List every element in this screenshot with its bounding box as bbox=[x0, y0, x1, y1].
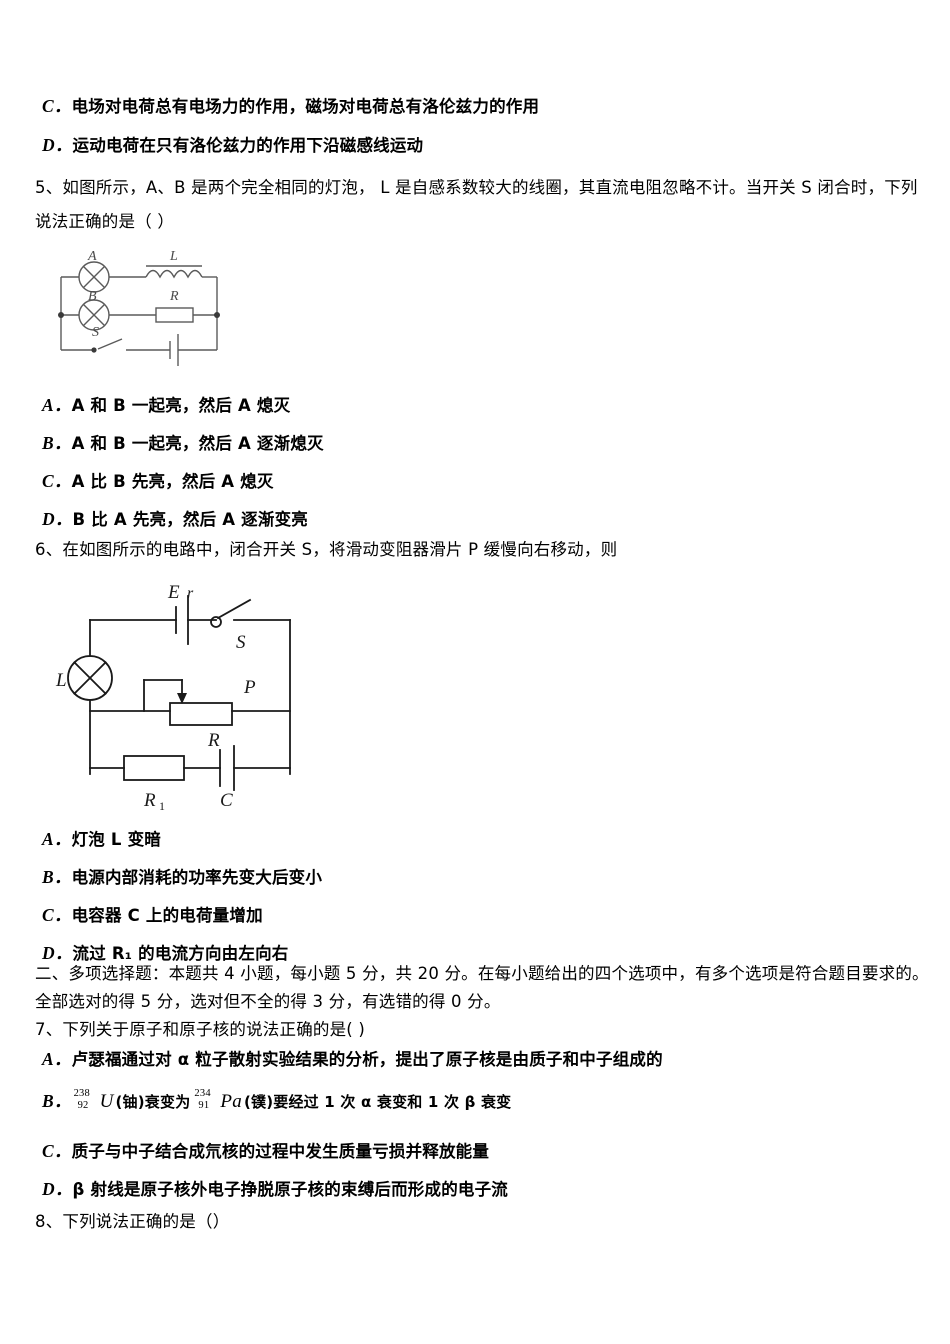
nuclide-mass-number: 234 bbox=[194, 1088, 211, 1099]
question-5-stem-line1: 5、如图所示，A、B 是两个完全相同的灯泡， L 是自感系数较大的线圈，其直流电… bbox=[35, 176, 918, 199]
circuit-diagram-svg-2: E r S L P R R 1 C bbox=[55, 582, 291, 813]
option-row: A．A 和 B 一起亮，然后 A 熄灭 bbox=[42, 394, 290, 417]
option-text: A 比 B 先亮，然后 A 熄灭 bbox=[71, 472, 274, 491]
option-text: 质子与中子结合成氘核的过程中发生质量亏损并释放能量 bbox=[71, 1142, 490, 1161]
question-number: 7、 bbox=[35, 1020, 63, 1039]
nuclide-atomic-number: 91 bbox=[198, 1100, 210, 1111]
option-text: 电场对电荷总有电场力的作用，磁场对电荷总有洛伦兹力的作用 bbox=[71, 97, 540, 116]
section-2-text: 二、多项选择题：本题共 4 小题，每小题 5 分，共 20 分。在每小题给出的四… bbox=[35, 964, 929, 983]
option-text: 流过 R₁ 的电流方向由左向右 bbox=[72, 944, 289, 963]
question-stem-text-cont: 说法正确的是（ ） bbox=[35, 212, 175, 231]
option-row: C．电容器 C 上的电荷量增加 bbox=[42, 904, 263, 927]
label-capacitor: C bbox=[220, 790, 233, 811]
option-label: A． bbox=[42, 829, 72, 849]
label-emf: E bbox=[167, 582, 180, 603]
label-internal-resistance: r bbox=[187, 585, 194, 602]
label-lamp: L bbox=[55, 670, 67, 691]
nuclide-mass-number: 238 bbox=[73, 1088, 90, 1099]
option-row: C．A 比 B 先亮，然后 A 熄灭 bbox=[42, 470, 274, 493]
option-label: D． bbox=[42, 943, 73, 963]
option-row: D．B 比 A 先亮，然后 A 逐渐变亮 bbox=[42, 508, 308, 531]
section-2-heading-line1: 二、多项选择题：本题共 4 小题，每小题 5 分，共 20 分。在每小题给出的四… bbox=[35, 962, 929, 985]
option-text-mid1: (铀)衰变为 bbox=[115, 1093, 191, 1111]
circuit-diagram-svg: A B L R S bbox=[58, 249, 220, 366]
option-row: D．β 射线是原子核外电子挣脱原子核的束缚后而形成的电子流 bbox=[42, 1178, 508, 1201]
nuclide-atomic-number: 92 bbox=[77, 1100, 89, 1111]
option-label: C． bbox=[42, 1141, 72, 1161]
label-lamp-b: B bbox=[88, 289, 97, 304]
option-text: A 和 B 一起亮，然后 A 熄灭 bbox=[71, 396, 291, 415]
option-text: 运动电荷在只有洛伦兹力的作用下沿磁感线运动 bbox=[72, 136, 424, 155]
option-text: B 比 A 先亮，然后 A 逐渐变亮 bbox=[72, 510, 308, 529]
question-stem-text: 下列说法正确的是（） bbox=[62, 1212, 230, 1231]
label-slider: P bbox=[243, 677, 256, 698]
option-label: C． bbox=[42, 96, 72, 116]
slider-arrow-icon bbox=[177, 693, 187, 704]
option-label: A． bbox=[42, 1049, 72, 1069]
option-label: D． bbox=[42, 135, 73, 155]
label-rheostat: R bbox=[207, 730, 220, 751]
question-number: 5、 bbox=[35, 178, 63, 197]
figure-rheostat-capacitor-circuit: E r S L P R R 1 C bbox=[48, 578, 338, 813]
label-switch: S bbox=[92, 325, 99, 340]
option-text: A 和 B 一起亮，然后 A 逐渐熄灭 bbox=[71, 434, 324, 453]
option-row: B．电源内部消耗的功率先变大后变小 bbox=[42, 866, 322, 889]
nuclide-symbol: Pa bbox=[220, 1091, 242, 1112]
label-resistor1-sub: 1 bbox=[159, 799, 165, 813]
option-text: 电容器 C 上的电荷量增加 bbox=[71, 906, 263, 925]
option-label: A． bbox=[42, 395, 72, 415]
option-text: 卢瑟福通过对 α 粒子散射实验结果的分析，提出了原子核是由质子和中子组成的 bbox=[71, 1050, 663, 1069]
label-resistor1: R bbox=[143, 790, 156, 811]
option-row: C．质子与中子结合成氘核的过程中发生质量亏损并释放能量 bbox=[42, 1140, 489, 1163]
option-text-mid2: (镤)要经过 1 次 α 衰变和 1 次 β 衰变 bbox=[243, 1093, 512, 1111]
question-8-stem: 8、下列说法正确的是（） bbox=[35, 1210, 229, 1233]
option-row: A．灯泡 L 变暗 bbox=[42, 828, 161, 851]
question-number: 8、 bbox=[35, 1212, 63, 1231]
option-row: A．卢瑟福通过对 α 粒子散射实验结果的分析，提出了原子核是由质子和中子组成的 bbox=[42, 1048, 663, 1071]
option-label: B． bbox=[42, 867, 72, 887]
question-number: 6、 bbox=[35, 540, 63, 559]
label-resistor: R bbox=[169, 289, 179, 304]
option-row: B．A 和 B 一起亮，然后 A 逐渐熄灭 bbox=[42, 432, 324, 455]
label-switch: S bbox=[236, 632, 246, 653]
section-2-text-cont: 全部选对的得 5 分，选对但不全的得 3 分，有选错的得 0 分。 bbox=[35, 992, 501, 1011]
question-6-stem: 6、在如图所示的电路中，闭合开关 S，将滑动变阻器滑片 P 缓慢向右移动，则 bbox=[35, 538, 617, 561]
option-label: D． bbox=[42, 1179, 73, 1199]
option-label: B． bbox=[42, 433, 72, 453]
option-text: 灯泡 L 变暗 bbox=[71, 830, 161, 849]
question-stem-text: 在如图所示的电路中，闭合开关 S，将滑动变阻器滑片 P 缓慢向右移动，则 bbox=[62, 540, 618, 559]
figure-inductor-lamp-circuit: A B L R S bbox=[52, 242, 227, 370]
option-row: C．电场对电荷总有电场力的作用，磁场对电荷总有洛伦兹力的作用 bbox=[42, 95, 539, 118]
label-lamp-a: A bbox=[87, 249, 97, 264]
label-inductor: L bbox=[169, 249, 178, 264]
nuclide-symbol: U bbox=[99, 1091, 114, 1112]
option-text: β 射线是原子核外电子挣脱原子核的束缚后而形成的电子流 bbox=[72, 1180, 509, 1199]
question-stem-text: 如图所示，A、B 是两个完全相同的灯泡， L 是自感系数较大的线圈，其直流电阻忽… bbox=[62, 178, 918, 197]
option-row: D．流过 R₁ 的电流方向由左向右 bbox=[42, 942, 288, 965]
option-text: 电源内部消耗的功率先变大后变小 bbox=[71, 868, 323, 887]
question-7-stem: 7、下列关于原子和原子核的说法正确的是( ) bbox=[35, 1018, 365, 1041]
option-label: C． bbox=[42, 471, 72, 491]
section-2-heading-line2: 全部选对的得 5 分，选对但不全的得 3 分，有选错的得 0 分。 bbox=[35, 990, 501, 1013]
question-stem-text: 下列关于原子和原子核的说法正确的是( ) bbox=[62, 1020, 366, 1039]
option-label: D． bbox=[42, 509, 73, 529]
question-5-stem-line2: 说法正确的是（ ） bbox=[35, 210, 174, 233]
option-row: D．运动电荷在只有洛伦兹力的作用下沿磁感线运动 bbox=[42, 134, 423, 157]
option-label: B． bbox=[42, 1091, 72, 1111]
option-label: C． bbox=[42, 905, 72, 925]
